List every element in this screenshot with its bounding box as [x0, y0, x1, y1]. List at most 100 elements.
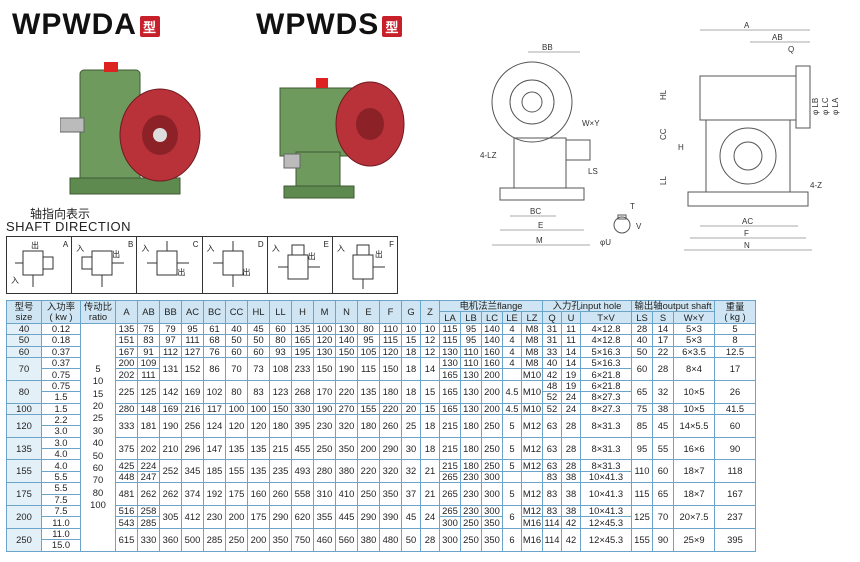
table-cell: 115	[439, 322, 461, 336]
table-cell: 61	[203, 322, 226, 336]
table-cell: 28	[631, 322, 653, 336]
table-cell: 120	[6, 413, 42, 438]
table-cell: 73	[247, 356, 270, 381]
shaft-direction-en: SHAFT DIRECTION	[6, 219, 131, 234]
table-cell: 114	[542, 516, 562, 529]
table-cell: 42	[542, 368, 562, 381]
table-cell: 192	[203, 482, 226, 507]
table-cell: 91	[137, 345, 160, 358]
svg-text:AC: AC	[742, 217, 753, 226]
table-cell: 350	[481, 516, 503, 529]
table-cell: 5	[502, 436, 522, 461]
table-cell: 100	[313, 322, 336, 336]
table-cell: 150	[379, 356, 402, 381]
table-cell: 543	[115, 516, 138, 529]
table-cell: 290	[379, 436, 402, 461]
table-cell: 247	[137, 470, 160, 484]
header-lb: LB	[460, 311, 482, 324]
table-cell: 6	[502, 527, 522, 552]
header-le: LE	[502, 311, 522, 324]
table-cell: 90	[652, 527, 674, 552]
table-cell: 140	[481, 322, 503, 336]
table-cell: 380	[335, 459, 358, 484]
table-cell: 300	[439, 527, 461, 552]
table-cell: 265	[439, 470, 461, 484]
table-cell: 140	[481, 334, 503, 347]
table-cell: M10	[521, 379, 543, 404]
table-cell: 25	[401, 413, 421, 438]
shaft-direction-diagram-icon	[147, 241, 190, 276]
header-input-hole: 入力孔input hole	[542, 299, 632, 313]
table-cell: 330	[291, 402, 314, 415]
table-cell: 130	[439, 356, 461, 370]
title-type-badge: 型	[139, 15, 160, 37]
table-cell: 155	[225, 459, 248, 484]
table-cell: 220	[379, 402, 402, 415]
table-cell: 135	[357, 379, 380, 404]
header-q: Q	[542, 311, 562, 324]
table-cell: 127	[181, 345, 204, 358]
title-type-badge: 型	[382, 15, 403, 37]
table-cell: 250	[460, 516, 482, 529]
table-cell: 110	[460, 345, 482, 358]
table-cell	[521, 470, 543, 484]
table-cell: 0.37	[41, 356, 81, 370]
table-cell: 79	[159, 322, 182, 336]
table-cell: 14	[652, 322, 674, 336]
table-cell: 83	[542, 470, 562, 484]
table-cell: 215	[439, 413, 461, 438]
table-cell: 19	[561, 368, 581, 381]
header-lc: LC	[481, 311, 503, 324]
table-cell	[502, 368, 522, 381]
table-cell: 320	[379, 459, 402, 484]
table-cell: 250	[313, 436, 336, 461]
header-ac: AC	[181, 300, 204, 324]
table-cell: 130	[439, 345, 461, 358]
table-cell: 160	[247, 482, 270, 507]
table-cell: 115	[631, 482, 653, 507]
table-cell: 165	[439, 402, 461, 415]
table-cell: 4.0	[41, 448, 81, 461]
table-cell: 350	[379, 482, 402, 507]
table-cell: 155	[6, 459, 42, 484]
table-cell: 481	[115, 482, 138, 507]
svg-text:V: V	[636, 222, 642, 231]
shaft-direction-c: C 出 入	[137, 237, 203, 293]
table-cell: 285	[137, 516, 160, 529]
table-cell: 60	[6, 345, 42, 358]
table-cell: 18	[420, 413, 440, 438]
table-cell: 142	[159, 379, 182, 404]
svg-text:4-Z: 4-Z	[810, 181, 822, 190]
table-cell: 18	[401, 356, 421, 381]
table-cell: 45	[247, 322, 270, 336]
spec-table: 型号 size 入功率 ( kw ) 传动比 ratio A AB BB AC …	[6, 299, 756, 552]
table-cell: 95	[460, 322, 482, 336]
header-weight: 重量 ( kg )	[714, 300, 756, 324]
table-cell: 50	[631, 345, 653, 358]
table-cell: 169	[181, 379, 204, 404]
header-a: A	[115, 300, 138, 324]
table-cell: 38	[561, 505, 581, 518]
table-cell: 165	[291, 334, 314, 347]
table-cell: 5×16.3	[580, 345, 632, 358]
shaft-direction-diagram-icon	[81, 250, 125, 287]
table-cell: 185	[203, 459, 226, 484]
table-cell: 516	[115, 505, 138, 518]
table-cell: 97	[159, 334, 182, 347]
table-cell: 95	[460, 334, 482, 347]
header-ab: AB	[137, 300, 160, 324]
table-cell: 18×7	[673, 459, 715, 484]
svg-text:E: E	[538, 221, 543, 230]
table-cell: 16×6	[673, 436, 715, 461]
table-cell: 135	[115, 322, 138, 336]
table-cell: 60	[247, 345, 270, 358]
table-cell: 18	[401, 379, 421, 404]
table-cell: 180	[460, 436, 482, 461]
shaft-direction-e: E 出 入	[268, 237, 333, 293]
table-cell: 24	[561, 402, 581, 415]
